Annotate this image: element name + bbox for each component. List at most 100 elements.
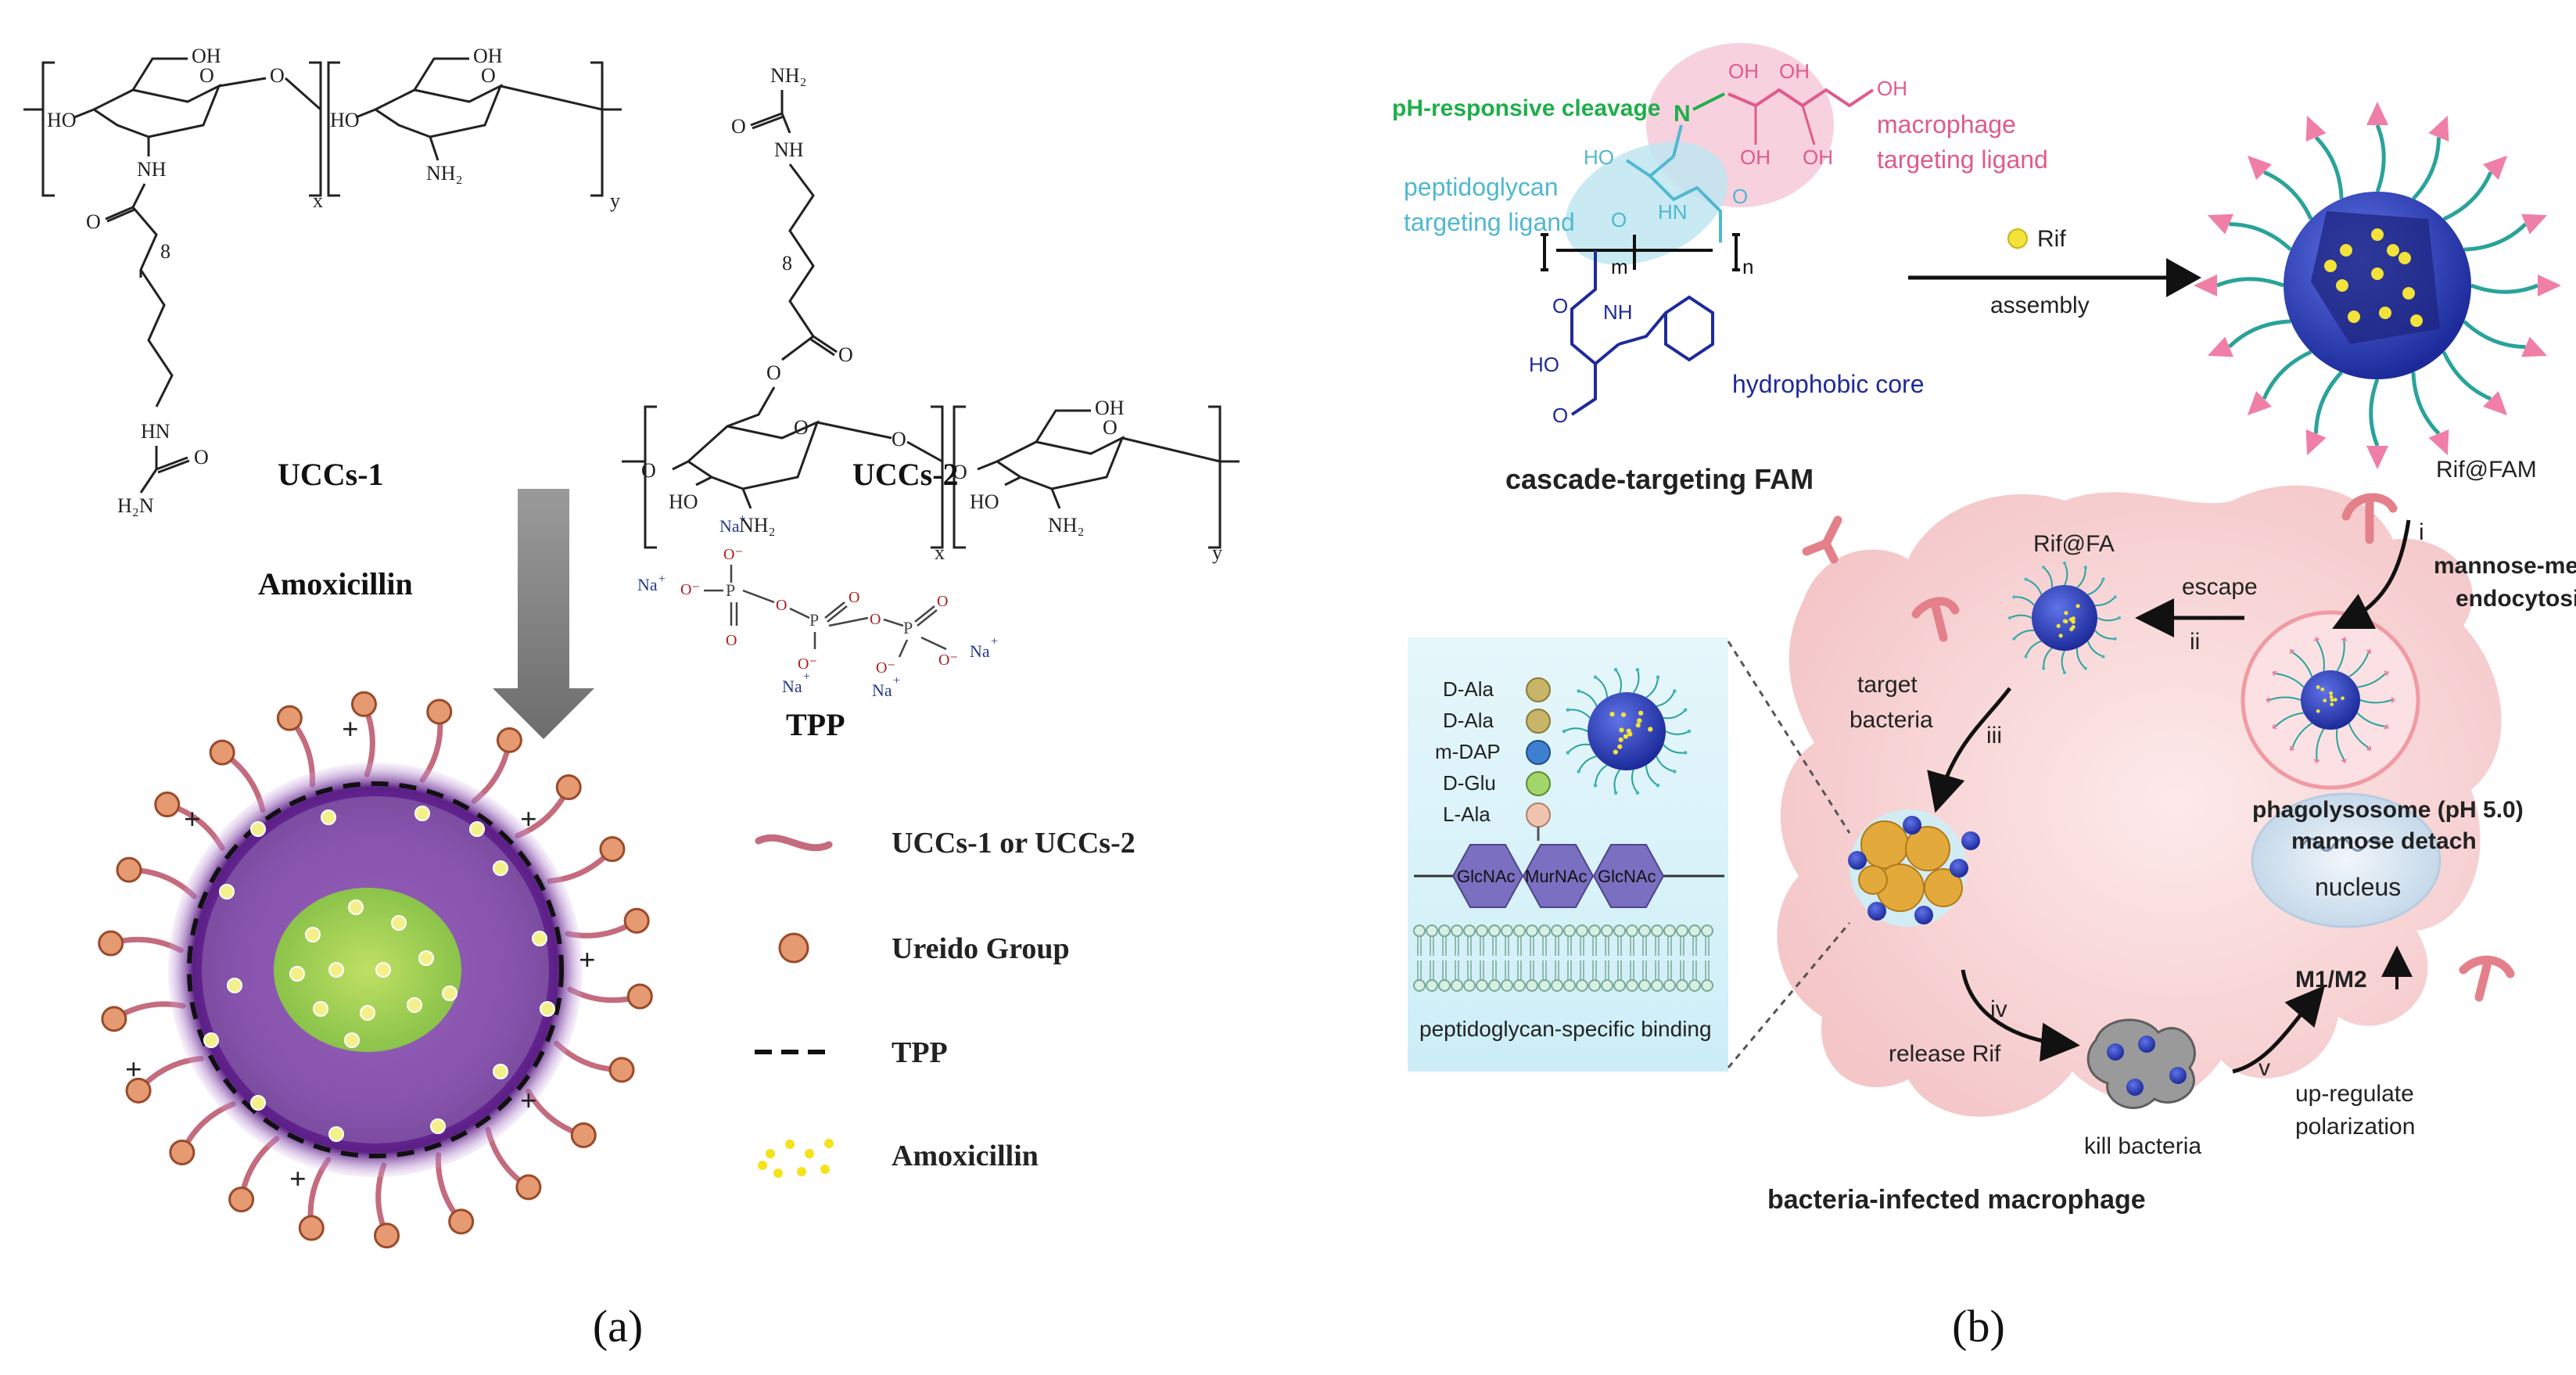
killed-bacterium bbox=[2088, 1020, 2194, 1108]
nanoparticle-core bbox=[1848, 851, 1867, 870]
amoxicillin-dot bbox=[419, 951, 433, 965]
lipid-head bbox=[1501, 980, 1512, 991]
phagolysosome-label-2: mannose detach bbox=[2291, 828, 2477, 854]
kill-bacteria-label: kill bacteria bbox=[2084, 1133, 2201, 1159]
lipid-head bbox=[1527, 980, 1537, 991]
release-rif-label: release Rif bbox=[1889, 1041, 2001, 1067]
rif-dot bbox=[2379, 307, 2391, 319]
rif-dot bbox=[2402, 287, 2415, 300]
rif-dot bbox=[2076, 604, 2079, 608]
ligand-end bbox=[1636, 792, 1640, 795]
rif-fa-label: Rif@FA bbox=[2033, 531, 2115, 557]
inset-caption: peptidoglycan-specific binding bbox=[1419, 1017, 1712, 1041]
rif-dot bbox=[2371, 267, 2384, 280]
p-text: P bbox=[809, 610, 819, 630]
ureido-group bbox=[156, 793, 179, 817]
nh-text: NH bbox=[1603, 300, 1633, 324]
rif-dot bbox=[1619, 727, 1623, 732]
macrophage-ligand-label-2: targeting ligand bbox=[1877, 145, 2048, 174]
nanoparticle-core bbox=[2107, 1043, 2124, 1061]
o-text: O bbox=[838, 343, 853, 366]
rif-dot bbox=[2330, 702, 2334, 706]
ligand-end bbox=[1656, 784, 1660, 788]
ureido-group bbox=[210, 741, 234, 764]
amoxicillin-dot bbox=[220, 885, 234, 899]
ho-text: HO bbox=[1529, 353, 1559, 376]
polymer-chain bbox=[2377, 125, 2384, 192]
lipid-head bbox=[1426, 925, 1437, 936]
m-subscript: m bbox=[1611, 255, 1628, 278]
rif-dot bbox=[1636, 723, 1641, 727]
ureido-group bbox=[428, 700, 451, 723]
amoxicillin-dot bbox=[443, 986, 457, 1000]
nanoparticle-core bbox=[2138, 1036, 2155, 1053]
m-dap-label: m-DAP bbox=[1435, 740, 1501, 763]
rif-dot bbox=[2324, 260, 2337, 272]
plus-sign: + bbox=[342, 713, 359, 746]
lipid-head bbox=[1664, 925, 1675, 936]
ho-text: HO bbox=[970, 490, 999, 513]
ph-cleavage-label: pH-responsive cleavage bbox=[1392, 95, 1661, 121]
ligand-end bbox=[2114, 637, 2117, 641]
mannose-cone bbox=[2248, 391, 2272, 415]
lipid-head bbox=[1577, 980, 1588, 991]
lipid-head bbox=[1614, 925, 1625, 936]
ureido-group bbox=[572, 1123, 595, 1147]
oh-text: OH bbox=[1779, 59, 1810, 83]
ureido-legend-icon bbox=[780, 934, 808, 962]
lipid-head bbox=[1451, 925, 1462, 936]
ligand-end bbox=[1673, 770, 1677, 774]
lipid-head bbox=[1439, 980, 1450, 991]
peptidoglycan-ligand-label-1: peptidoglycan bbox=[1404, 173, 1558, 201]
ligand-end bbox=[2008, 616, 2011, 619]
ho-text: HO bbox=[330, 109, 360, 131]
rif-label: Rif bbox=[2037, 226, 2066, 252]
ligand-end bbox=[2101, 578, 2104, 581]
polymer-chain bbox=[2217, 279, 2284, 285]
nucleus-label: nucleus bbox=[2315, 873, 2401, 901]
rif-dot bbox=[2329, 691, 2333, 695]
nanoparticle-core bbox=[1914, 906, 1933, 924]
amoxicillin-dot bbox=[392, 916, 406, 930]
rif-dot bbox=[2410, 314, 2423, 327]
lipid-head bbox=[1577, 925, 1588, 936]
o-text: O bbox=[794, 416, 809, 439]
target-bacteria-label-1: target bbox=[1857, 672, 1918, 698]
rif-dot bbox=[1623, 734, 1628, 738]
rif-fam-nanoparticle bbox=[2194, 102, 2561, 469]
step-iv-label: iv bbox=[1990, 996, 2007, 1022]
oh-text: OH bbox=[1740, 145, 1771, 169]
panel-a: OH O HO O NH O 8 HN O H₂N x OH bbox=[23, 45, 1240, 1352]
hn-text: HN bbox=[1658, 200, 1688, 224]
d-ala-label-2: D-Ala bbox=[1443, 709, 1494, 732]
ligand-end bbox=[2084, 667, 2087, 670]
rif-dot bbox=[1627, 728, 1631, 733]
bacterium bbox=[1861, 821, 1908, 868]
oh-text: OH bbox=[1877, 77, 1907, 100]
plus-text: + bbox=[893, 674, 900, 688]
y-subscript: y bbox=[1212, 541, 1222, 564]
nanoparticle-core bbox=[1867, 902, 1886, 921]
ligand-end bbox=[1656, 675, 1660, 679]
amoxicillin-dot bbox=[361, 1006, 375, 1020]
m1m2-label: M1/M2 bbox=[2295, 967, 2367, 993]
rif-dot bbox=[1619, 738, 1623, 742]
polymer-chain bbox=[2464, 321, 2526, 347]
plus-text: + bbox=[658, 573, 666, 586]
nh-text: NH bbox=[137, 158, 167, 181]
bacterium bbox=[1859, 866, 1887, 894]
lipid-head bbox=[1639, 925, 1650, 936]
o-text: O bbox=[641, 459, 656, 482]
lipid-head bbox=[1652, 980, 1663, 991]
plus-sign: + bbox=[520, 803, 537, 836]
o-text: O bbox=[1552, 294, 1568, 318]
o-text: O bbox=[481, 64, 496, 87]
legend-item-uccs: UCCs-1 or UCCs-2 bbox=[892, 827, 1136, 860]
lipid-head bbox=[1489, 925, 1500, 936]
polymer-chain bbox=[2444, 172, 2491, 219]
mannose-mediated-label-1: mannose-mediated bbox=[2434, 553, 2576, 579]
rif-dot bbox=[2063, 619, 2067, 623]
rif-dot bbox=[2071, 625, 2075, 629]
amoxicillin-dot bbox=[329, 963, 343, 977]
ho-text: HO bbox=[669, 490, 698, 513]
